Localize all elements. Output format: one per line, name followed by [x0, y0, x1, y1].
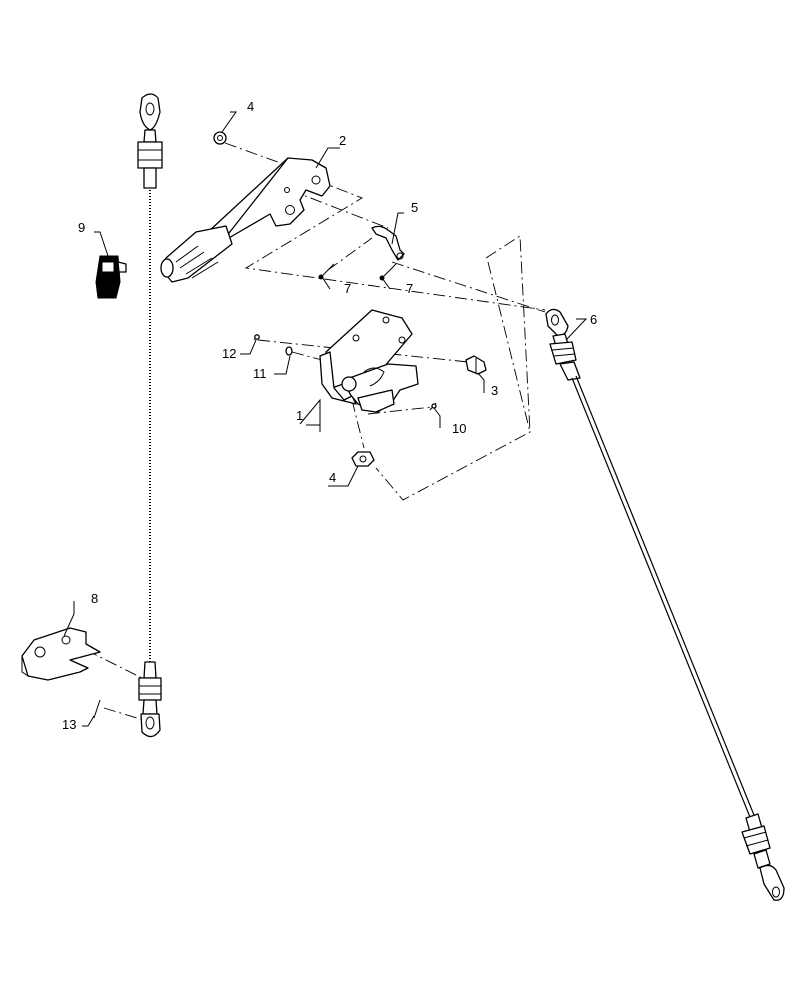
- callout-7-left: 7: [344, 281, 351, 296]
- nut-bottom-part: [351, 451, 375, 467]
- callout-13: 13: [62, 717, 76, 732]
- callout-8: 8: [91, 591, 98, 606]
- bolt-part: [465, 355, 487, 375]
- callout-11: 11: [253, 366, 267, 381]
- left-cable-part: [137, 93, 163, 738]
- alignment-lines: [85, 142, 546, 723]
- connector-part: [95, 255, 127, 299]
- handle-lever-part: [160, 157, 331, 283]
- callout-10: 10: [452, 421, 466, 436]
- callout-12: 12: [222, 346, 236, 361]
- clevis-pin-part: [371, 225, 405, 261]
- callout-4-bottom: 4: [329, 470, 336, 485]
- callout-9: 9: [78, 220, 85, 235]
- callout-leaders: [63, 111, 588, 727]
- cotter-pin-parts: [318, 263, 397, 281]
- callout-4-top: 4: [247, 99, 254, 114]
- right-cable-part: [545, 308, 785, 901]
- callout-5: 5: [411, 200, 418, 215]
- nut-top-part: [213, 131, 227, 145]
- callout-7-right: 7: [406, 281, 413, 296]
- pin-13-part: [93, 699, 101, 719]
- callout-2: 2: [339, 133, 346, 148]
- callout-6: 6: [590, 312, 597, 327]
- lower-bracket-part: [21, 627, 101, 681]
- callout-3: 3: [491, 383, 498, 398]
- bracket-part: [319, 309, 419, 413]
- callout-1: 1: [296, 408, 303, 423]
- callout-labels: 1 2 3 4 4 5 6 7 7 8 9 10 11 12 13: [62, 99, 597, 732]
